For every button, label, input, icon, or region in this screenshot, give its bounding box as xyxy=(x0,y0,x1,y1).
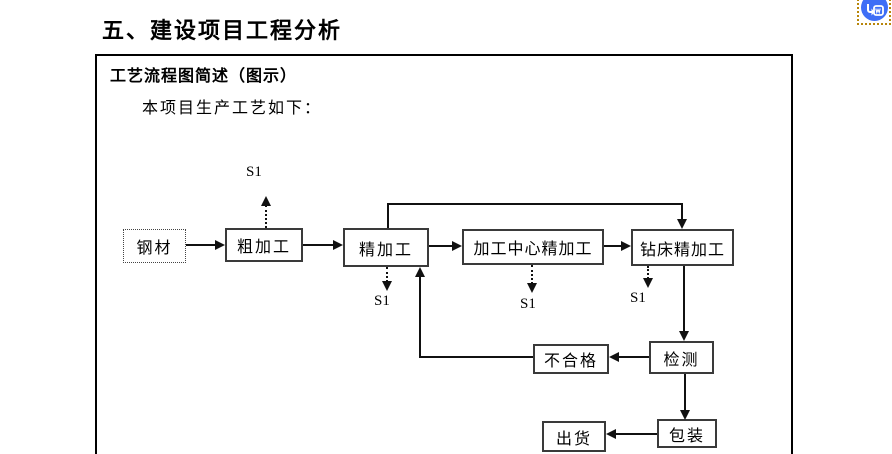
feedback-reject-vertical-line xyxy=(419,276,421,358)
flow-node-reject: 不合格 xyxy=(533,344,609,374)
s1-label-above-rough: S1 xyxy=(246,164,262,180)
bypass-fine-up-line xyxy=(387,204,389,228)
arrow-inspect-to-pack-head xyxy=(680,410,690,420)
section-heading: 工艺流程图简述（图示） xyxy=(110,68,298,85)
intro-text: 本项目生产工艺如下： xyxy=(142,100,323,117)
arrow-inspect-to-reject-head xyxy=(609,352,619,362)
arrow-rough-to-fine-head xyxy=(333,240,343,250)
arrow-drill-to-inspect-line xyxy=(683,266,685,332)
arrow-inspect-to-pack-line xyxy=(684,374,686,411)
translate-icon xyxy=(860,0,888,21)
arrow-steel-to-rough-head xyxy=(215,240,225,250)
arrow-fine-to-center-line xyxy=(429,245,453,247)
arrow-center-to-drill-head xyxy=(621,241,631,251)
feedback-reject-arrow-head xyxy=(415,267,425,277)
dotted-s1-above-rough-head xyxy=(261,196,271,206)
s1-label-below-fine: S1 xyxy=(374,293,390,309)
flow-node-fine: 精加工 xyxy=(343,228,429,267)
flow-node-steel: 钢材 xyxy=(123,229,186,263)
arrow-pack-to-ship-head xyxy=(606,429,616,439)
arrow-inspect-to-reject-line xyxy=(618,356,649,358)
flow-node-rough: 粗加工 xyxy=(225,228,303,262)
flow-node-drill-fine: 钻床精加工 xyxy=(631,229,734,266)
bypass-down-line xyxy=(681,203,683,220)
flow-node-center-fine: 加工中心精加工 xyxy=(462,229,604,265)
flow-node-ship: 出货 xyxy=(542,421,606,452)
dotted-s1-below-drill-line xyxy=(647,266,649,279)
dotted-s1-below-fine-line xyxy=(386,267,388,282)
arrow-pack-to-ship-line xyxy=(615,433,657,435)
dotted-s1-below-center-head xyxy=(527,283,537,293)
translate-float-button[interactable] xyxy=(857,0,891,25)
arrow-center-to-drill-line xyxy=(604,245,622,247)
s1-label-below-center: S1 xyxy=(520,296,536,312)
dotted-s1-below-center-line xyxy=(531,265,533,284)
feedback-reject-horizontal-line xyxy=(419,356,533,358)
s1-label-below-drill: S1 xyxy=(630,290,646,306)
flow-node-inspect: 检测 xyxy=(649,341,714,374)
arrow-fine-to-center-head xyxy=(452,241,462,251)
translate-icon-glyph xyxy=(866,4,884,16)
dotted-s1-above-rough-line xyxy=(265,205,267,228)
bypass-arrow-head xyxy=(677,219,687,229)
bypass-horizontal-line xyxy=(387,203,683,205)
arrow-drill-to-inspect-head xyxy=(679,331,689,341)
arrow-steel-to-rough-line xyxy=(186,244,216,246)
page-title: 五、建设项目工程分析 xyxy=(102,18,343,43)
flow-node-pack: 包装 xyxy=(657,419,717,448)
dotted-s1-below-drill-head xyxy=(643,278,653,288)
arrow-rough-to-fine-line xyxy=(303,244,334,246)
dotted-s1-below-fine-head xyxy=(382,281,392,291)
